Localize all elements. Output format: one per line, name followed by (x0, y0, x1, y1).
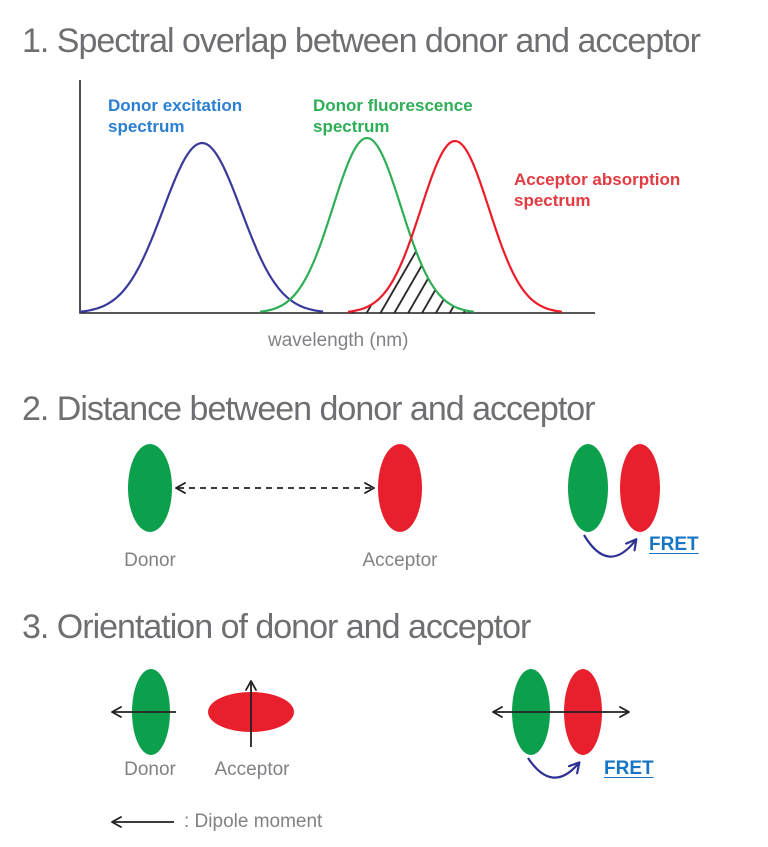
x-axis-label: wavelength (nm) (268, 330, 409, 351)
plot-axes (79, 80, 595, 314)
donor-fluorescence-curve (259, 137, 475, 313)
overlap-hatched-area (347, 239, 475, 313)
acceptor-absorption-curve (347, 140, 563, 313)
section3-title: 3. Orientation of donor and acceptor (22, 608, 531, 646)
section2-donor-label: Donor (124, 550, 176, 571)
section2-fret-label: FRET (649, 534, 699, 555)
donor-fluorescence-label: Donor fluorescence spectrum (313, 96, 473, 137)
acceptor-ellipse (378, 444, 422, 532)
donor-excitation-curve (79, 141, 324, 313)
section2-title: 2. Distance between donor and acceptor (22, 390, 596, 428)
section3-donor-label: Donor (124, 759, 176, 780)
donor-ellipse (128, 444, 172, 532)
donor-ellipse-close (568, 444, 608, 532)
dipole-legend-label: : Dipole moment (184, 811, 323, 832)
fret-transfer-arrow (583, 534, 638, 558)
section1-title: 1. Spectral overlap between donor and ac… (22, 22, 701, 60)
section3-fret-label: FRET (604, 758, 654, 779)
section2-acceptor-label: Acceptor (362, 550, 438, 571)
fret-transfer-arrow-2 (527, 757, 581, 779)
section3-acceptor-label: Acceptor (214, 759, 290, 780)
donor-excitation-label: Donor excitation spectrum (108, 96, 243, 137)
acceptor-ellipse-close (620, 444, 660, 532)
acceptor-absorption-label: Acceptor absorption spectrum (514, 170, 681, 211)
